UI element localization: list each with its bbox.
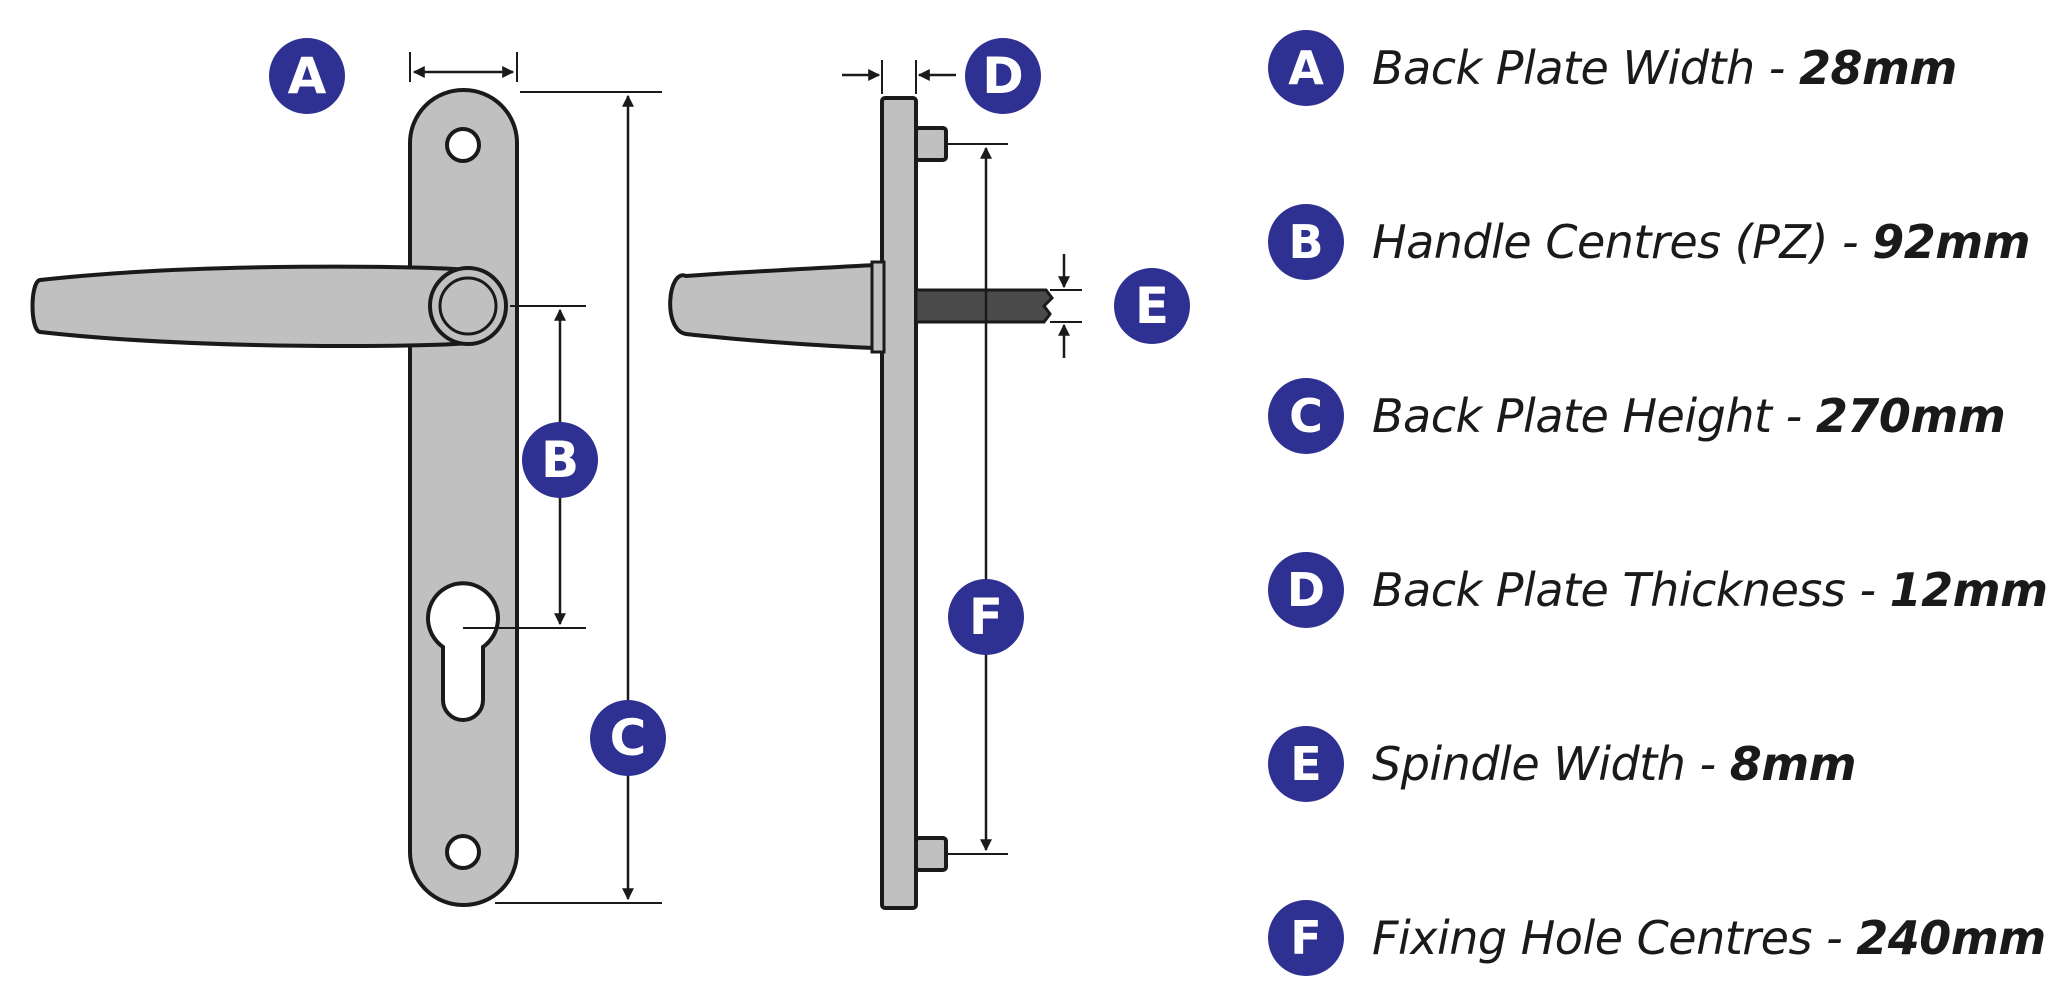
legend-separator: - bbox=[1754, 41, 1799, 95]
side-lever-collar bbox=[870, 260, 886, 354]
side-bottom-fixing-bolt bbox=[914, 836, 948, 872]
legend-text-a: Back Plate Width - 28mm bbox=[1372, 41, 1957, 95]
cylinder-keyhole bbox=[426, 581, 500, 722]
legend-badge-b: B bbox=[1268, 204, 1344, 280]
badge-c: C bbox=[590, 700, 666, 776]
legend-row-f: F Fixing Hole Centres - 240mm bbox=[1268, 898, 2046, 978]
badge-e-letter: E bbox=[1135, 277, 1169, 335]
legend-badge-c: C bbox=[1268, 378, 1344, 454]
bottom-fixing-hole bbox=[445, 834, 481, 870]
legend-row-a: A Back Plate Width - 28mm bbox=[1268, 28, 1957, 108]
legend-text-d: Back Plate Thickness - 12mm bbox=[1372, 563, 2048, 617]
spindle bbox=[914, 288, 1054, 324]
badge-f: F bbox=[948, 579, 1024, 655]
legend-text-c: Back Plate Height - 270mm bbox=[1372, 389, 2006, 443]
badge-d-circle bbox=[965, 38, 1041, 114]
legend-text-e: Spindle Width - 8mm bbox=[1372, 737, 1857, 791]
badge-d: D bbox=[965, 38, 1041, 114]
legend-separator: - bbox=[1771, 389, 1816, 443]
badge-a-circle bbox=[269, 38, 345, 114]
legend-name: Back Plate Thickness bbox=[1372, 563, 1846, 617]
legend-name: Back Plate Width bbox=[1372, 41, 1755, 95]
badge-a: A bbox=[269, 38, 345, 114]
legend-text-b: Handle Centres (PZ) - 92mm bbox=[1372, 215, 2031, 269]
legend-row-e: E Spindle Width - 8mm bbox=[1268, 724, 1857, 804]
legend-name: Handle Centres (PZ) bbox=[1372, 215, 1828, 269]
legend-name: Fixing Hole Centres bbox=[1372, 911, 1812, 965]
legend-row-c: C Back Plate Height - 270mm bbox=[1268, 376, 2006, 456]
legend-row-b: B Handle Centres (PZ) - 92mm bbox=[1268, 202, 2031, 282]
legend-separator: - bbox=[1685, 737, 1730, 791]
side-top-fixing-bolt bbox=[914, 126, 948, 162]
front-back-plate bbox=[408, 88, 519, 907]
badge-b-letter: B bbox=[541, 431, 579, 489]
badge-b: B bbox=[522, 422, 598, 498]
front-view bbox=[30, 52, 662, 907]
side-lever-handle bbox=[668, 262, 877, 351]
front-lever-handle bbox=[30, 264, 470, 349]
badge-e: E bbox=[1114, 268, 1190, 344]
badge-e-circle bbox=[1114, 268, 1190, 344]
badge-c-letter: C bbox=[610, 709, 647, 767]
legend-separator: - bbox=[1827, 215, 1873, 269]
front-handle-rose-inner bbox=[438, 276, 498, 336]
legend-name: Back Plate Height bbox=[1372, 389, 1772, 443]
top-fixing-hole bbox=[445, 127, 481, 163]
legend-row-d: D Back Plate Thickness - 12mm bbox=[1268, 550, 2048, 630]
legend-value: 28mm bbox=[1798, 41, 1957, 95]
badge-f-circle bbox=[948, 579, 1024, 655]
legend-text-f: Fixing Hole Centres - 240mm bbox=[1372, 911, 2046, 965]
legend-value: 12mm bbox=[1889, 563, 2048, 617]
legend-name: Spindle Width bbox=[1372, 737, 1686, 791]
legend-separator: - bbox=[1845, 563, 1890, 617]
legend-badge-f: F bbox=[1268, 900, 1344, 976]
badge-a-letter: A bbox=[288, 47, 327, 105]
badge-f-letter: F bbox=[969, 588, 1003, 646]
legend-badge-e: E bbox=[1268, 726, 1344, 802]
legend-value: 8mm bbox=[1729, 737, 1857, 791]
legend-value: 92mm bbox=[1872, 215, 2031, 269]
legend-value: 270mm bbox=[1815, 389, 2006, 443]
legend-badge-a: A bbox=[1268, 30, 1344, 106]
legend-separator: - bbox=[1811, 911, 1857, 965]
legend-value: 240mm bbox=[1856, 911, 2046, 965]
door-handle-dimension-diagram: A B C D E F bbox=[30, 38, 1190, 910]
side-back-plate bbox=[880, 96, 918, 910]
badge-b-circle bbox=[522, 422, 598, 498]
badge-c-circle bbox=[590, 700, 666, 776]
legend-badge-d: D bbox=[1268, 552, 1344, 628]
badge-d-letter: D bbox=[982, 47, 1024, 105]
side-view bbox=[668, 60, 1082, 910]
